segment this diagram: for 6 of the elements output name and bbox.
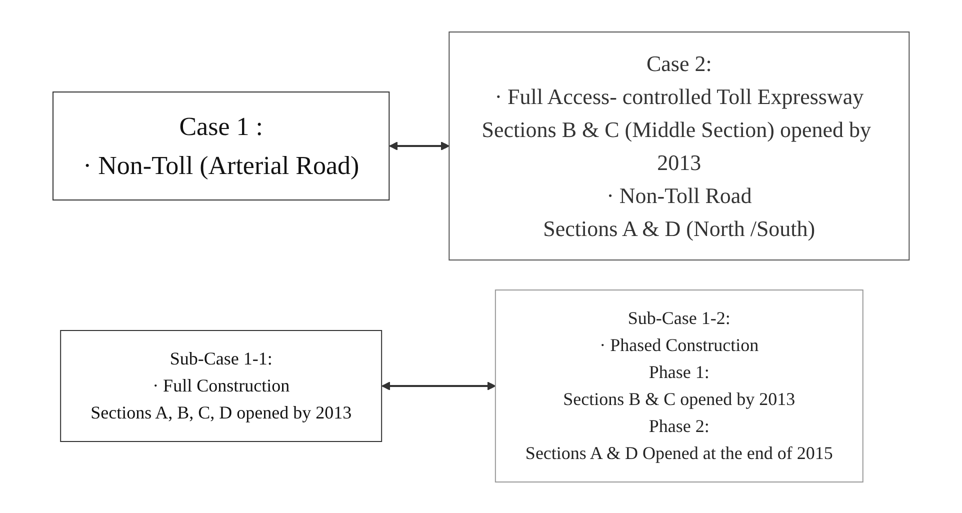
node-box: Sub-Case 1-1: · Full Construction Sections A, B, C, D opened by 2013 — [60, 330, 382, 442]
node-box: Case 1 : · Non-Toll (Arterial Road) — [52, 91, 390, 200]
node-box: Sub-Case 1-2: · Phased Construction Phase 1: Sections B & C opened by 2013 Phase 2: Sections A & D Opened at the end of 2015 — [494, 289, 864, 482]
node-box: Case 2: · Full Access- controlled Toll Expressway Sections B & C (Middle Section) opened by 2013 · Non-Toll Road Sections A & D (North /South) — [448, 31, 910, 260]
arrow — [382, 381, 496, 390]
arrow — [389, 141, 450, 150]
